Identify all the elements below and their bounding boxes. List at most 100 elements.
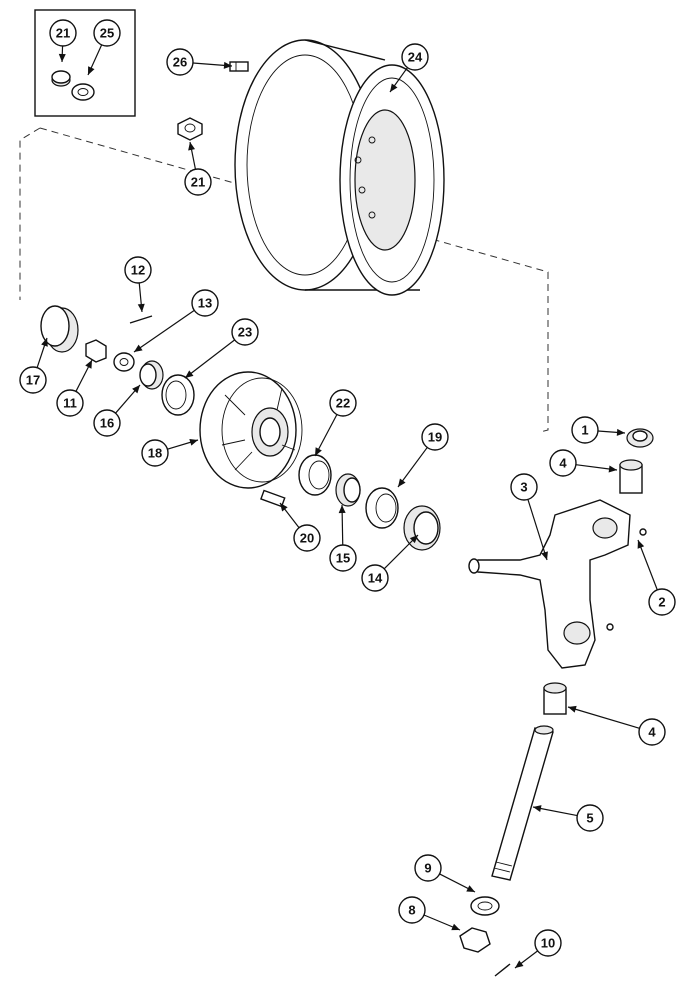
callout-circle bbox=[56, 389, 84, 417]
leader-arrowhead bbox=[280, 503, 288, 512]
king-pin bbox=[491, 725, 554, 881]
inset-box bbox=[34, 9, 136, 117]
callout-number: 9 bbox=[424, 861, 431, 876]
callout-23: 23 bbox=[184, 318, 259, 379]
leader-arrowhead bbox=[466, 885, 475, 892]
callout-circle bbox=[510, 473, 538, 501]
callout-15: 15 bbox=[329, 504, 357, 572]
callout-number: 23 bbox=[238, 325, 252, 340]
callout-number: 26 bbox=[173, 55, 187, 70]
callout-number: 19 bbox=[428, 430, 442, 445]
callout-circle bbox=[638, 718, 666, 746]
hub-cap bbox=[40, 305, 79, 353]
callout-number: 17 bbox=[26, 373, 40, 388]
callout-number: 20 bbox=[300, 531, 314, 546]
wheel-rim bbox=[234, 39, 445, 296]
inner-bearing-cone bbox=[335, 473, 361, 507]
seal-cup bbox=[365, 487, 399, 529]
callout-2: 2 bbox=[637, 539, 676, 616]
callout-5: 5 bbox=[532, 804, 604, 832]
callout-20: 20 bbox=[279, 502, 321, 552]
grease-fittings bbox=[606, 528, 647, 631]
upper-bushing bbox=[619, 459, 643, 494]
callout-circle bbox=[93, 409, 121, 437]
callout-circle bbox=[329, 544, 357, 572]
callout-8: 8 bbox=[398, 896, 461, 931]
callout-26: 26 bbox=[166, 48, 233, 76]
callout-number: 24 bbox=[408, 50, 423, 65]
leader-arrowhead bbox=[409, 535, 418, 544]
leader-line bbox=[397, 447, 428, 488]
callout-21b: 21 bbox=[184, 141, 212, 196]
washer bbox=[113, 352, 135, 372]
leader-arrowhead bbox=[41, 338, 48, 347]
callout-circle bbox=[648, 588, 676, 616]
leader-arrowhead bbox=[637, 540, 645, 549]
pin-washer bbox=[470, 896, 500, 916]
leader-arrowhead bbox=[315, 447, 322, 456]
leader-arrowhead bbox=[223, 61, 232, 69]
callout-number: 10 bbox=[541, 936, 555, 951]
callout-circle bbox=[549, 449, 577, 477]
callout-number: 4 bbox=[648, 725, 656, 740]
cotter-pin bbox=[129, 315, 153, 324]
callout-circle bbox=[93, 19, 121, 47]
callout-circle bbox=[361, 564, 389, 592]
outer-bearing-cup bbox=[161, 374, 195, 416]
callout-number: 3 bbox=[520, 480, 527, 495]
callout-circle bbox=[414, 854, 442, 882]
inner-bearing-cup bbox=[298, 454, 332, 496]
callout-17: 17 bbox=[19, 337, 48, 394]
callout-circle bbox=[141, 439, 169, 467]
callout-circle bbox=[401, 43, 429, 71]
callout-number: 8 bbox=[408, 903, 415, 918]
callout-19: 19 bbox=[397, 423, 449, 488]
lower-bushing bbox=[543, 682, 567, 715]
leader-line bbox=[567, 706, 640, 729]
callout-circle bbox=[191, 289, 219, 317]
leader-arrowhead bbox=[568, 705, 577, 713]
callout-12: 12 bbox=[124, 256, 152, 313]
leader-arrowhead bbox=[132, 385, 140, 394]
callout-number: 18 bbox=[148, 446, 162, 461]
leader-arrowhead bbox=[616, 428, 625, 436]
leader-arrowhead bbox=[515, 960, 524, 968]
callout-number: 1 bbox=[581, 423, 588, 438]
callout-number: 25 bbox=[100, 26, 114, 41]
leader-arrowhead bbox=[188, 142, 196, 151]
callout-number: 13 bbox=[198, 296, 212, 311]
callout-3: 3 bbox=[510, 473, 548, 561]
callout-number: 15 bbox=[336, 551, 350, 566]
callout-number: 21 bbox=[191, 175, 205, 190]
callout-circle bbox=[19, 366, 47, 394]
callout-number: 11 bbox=[63, 396, 77, 411]
wheel-hub bbox=[199, 371, 303, 489]
callout-number: 16 bbox=[100, 416, 114, 431]
callout-4: 4 bbox=[549, 449, 618, 477]
callout-13: 13 bbox=[133, 289, 219, 353]
callout-circle bbox=[329, 389, 357, 417]
leader-arrowhead bbox=[451, 923, 460, 931]
callout-circle bbox=[49, 19, 77, 47]
callout-circle bbox=[124, 256, 152, 284]
callout-14: 14 bbox=[361, 534, 419, 592]
callout-number: 21 bbox=[56, 26, 70, 41]
leader-arrowhead bbox=[533, 805, 542, 812]
callout-24: 24 bbox=[389, 43, 429, 93]
callout-number: 4 bbox=[559, 456, 567, 471]
leader-arrowhead bbox=[88, 66, 95, 75]
callout-circle bbox=[231, 318, 259, 346]
callout-circle bbox=[421, 423, 449, 451]
callout-circle bbox=[398, 896, 426, 924]
callout-number: 14 bbox=[368, 571, 383, 586]
callout-circle bbox=[534, 929, 562, 957]
leader-arrowhead bbox=[134, 344, 143, 352]
callout-25: 25 bbox=[87, 19, 121, 76]
callout-number: 22 bbox=[336, 396, 350, 411]
leader-arrowhead bbox=[85, 360, 92, 369]
leader-arrowhead bbox=[189, 438, 198, 446]
callout-number: 5 bbox=[586, 811, 593, 826]
leader-arrowhead bbox=[338, 505, 346, 514]
